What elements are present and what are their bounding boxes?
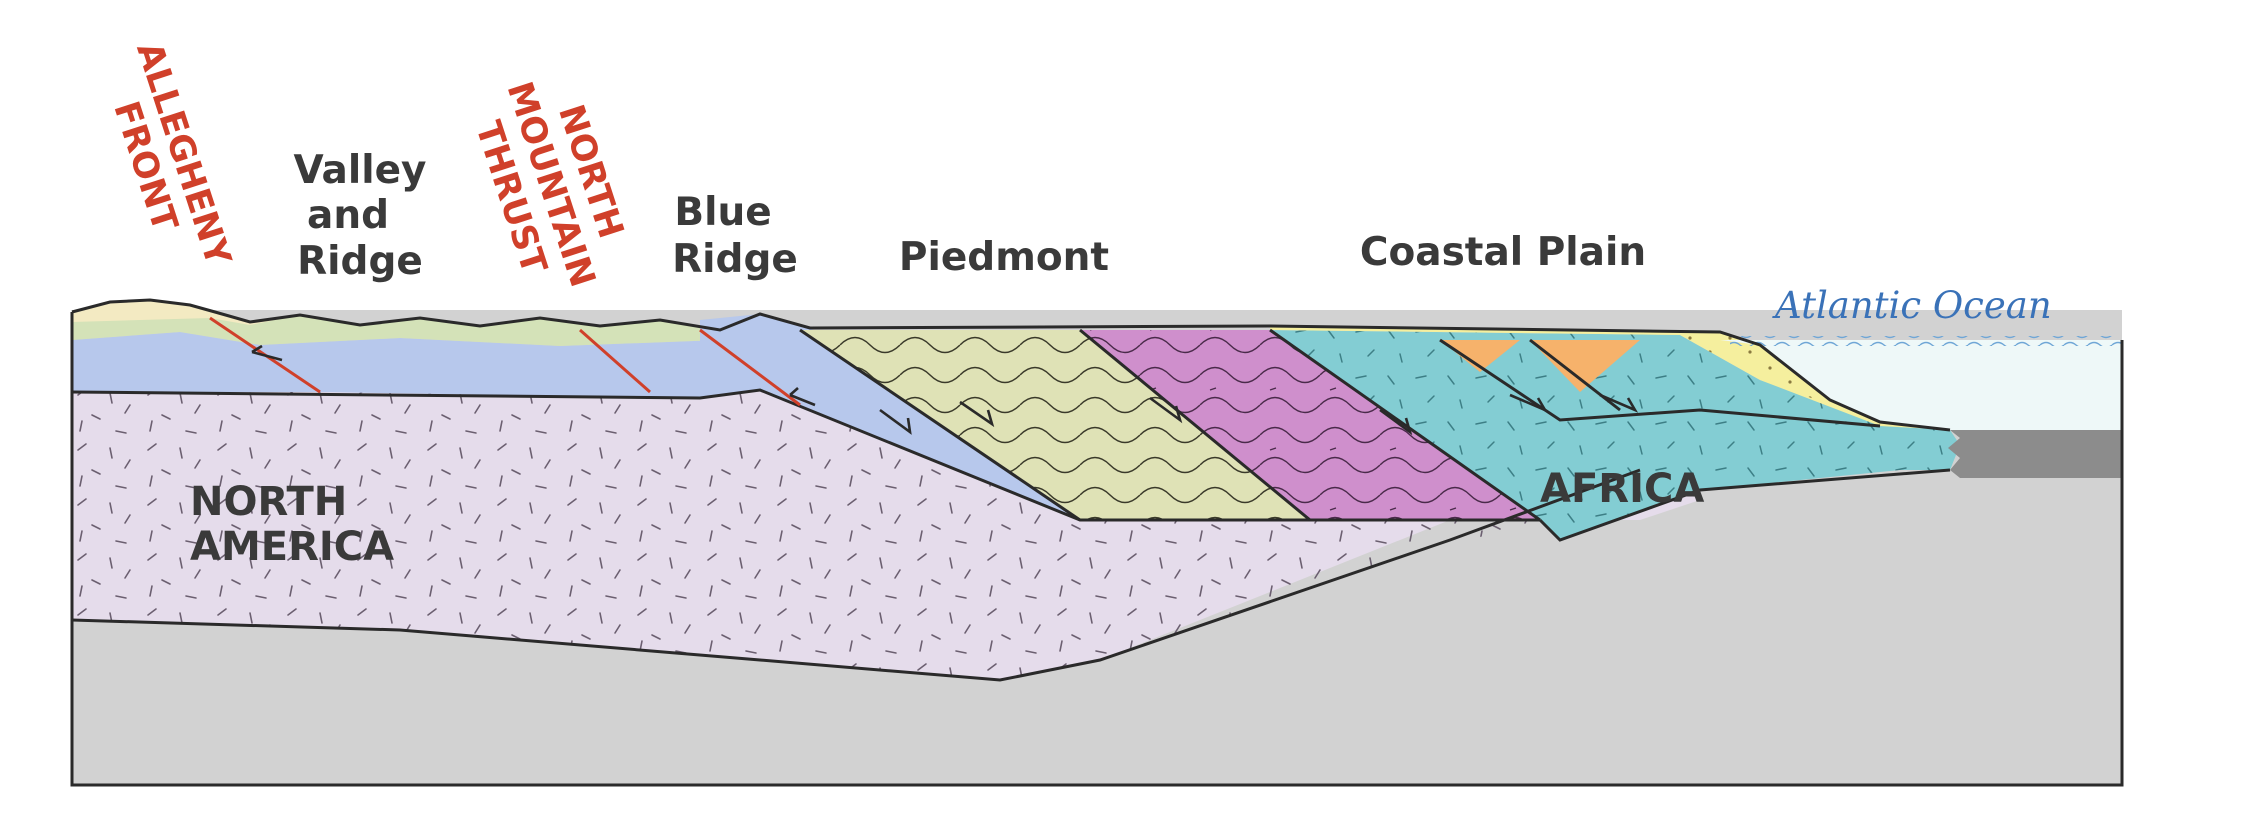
north-america-label: NORTH AMERICA xyxy=(190,479,394,570)
atlantic-ocean-label: Atlantic Ocean xyxy=(1772,284,2052,327)
valley-ridge-label-line-1: Valley xyxy=(294,148,427,193)
north-america-crust-pattern xyxy=(72,355,1640,680)
valley-ridge-label-line-3: Ridge xyxy=(297,239,423,284)
blue-ridge-label: Blue Ridge xyxy=(672,190,798,282)
motion-arrows xyxy=(251,344,1639,436)
north-mountain-thrust-fault xyxy=(579,328,651,394)
africa-teal-pattern xyxy=(1270,330,1960,540)
piedmont-magenta-pattern xyxy=(1080,330,1540,520)
ocean-floor xyxy=(1948,430,2122,478)
valley-ridge-label: Valley and Ridge xyxy=(294,148,427,284)
contact-lines xyxy=(71,298,1951,682)
north-mountain-thrust-label: NORTH MOUNTAIN THRUST xyxy=(467,77,631,292)
coastal-plain-dots xyxy=(1680,332,1880,422)
diagram-frame xyxy=(70,312,2124,787)
ocean-water xyxy=(1720,340,2122,430)
valley-ridge-label-line-2: and xyxy=(307,193,389,238)
blue-ridge-label-line-2: Ridge xyxy=(672,237,798,282)
north-america-label-line-1: NORTH xyxy=(190,479,347,525)
coastal-plain-label: Coastal Plain xyxy=(1360,230,1646,275)
piedmont-label: Piedmont xyxy=(899,235,1109,280)
africa-label: AFRICA xyxy=(1540,466,1704,512)
surface-cream-layer xyxy=(72,300,300,325)
orange-wedge-2 xyxy=(1530,340,1640,392)
blue-ridge-label-line-1: Blue xyxy=(674,190,771,235)
allegheny-front-label: ALLEGHENY FRONT xyxy=(105,38,238,272)
valley-ridge-blue-layer xyxy=(72,332,780,398)
valley-ridge-green-layer xyxy=(72,310,780,372)
ocean-waves xyxy=(1730,336,2122,346)
orange-wedge-1 xyxy=(1440,340,1520,372)
blue-ridge-fault xyxy=(699,328,801,407)
north-america-label-line-2: AMERICA xyxy=(190,524,394,570)
piedmont-olive-pattern xyxy=(800,330,1310,520)
